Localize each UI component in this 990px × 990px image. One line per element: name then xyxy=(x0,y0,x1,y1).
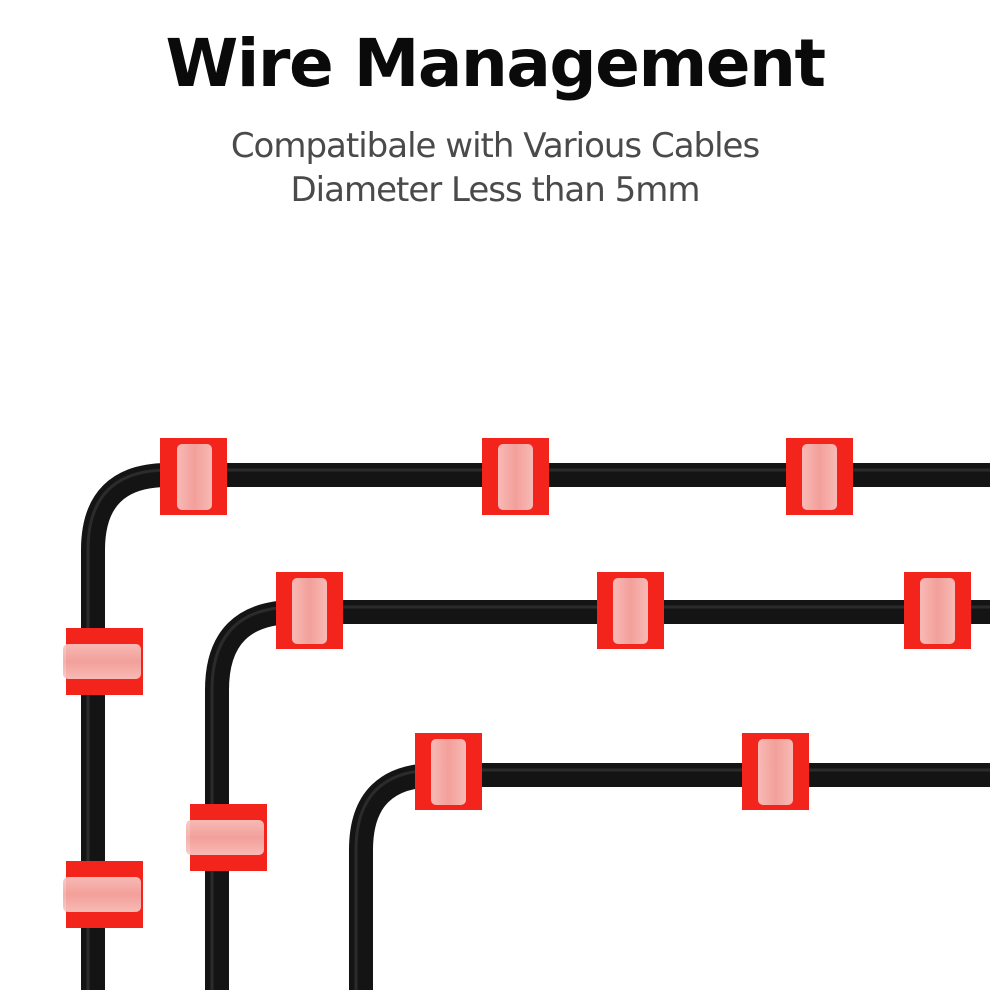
cable-clip xyxy=(597,572,664,649)
cable-clip xyxy=(904,572,971,649)
subtitle-compatibility: Compatibale with Various Cables xyxy=(230,126,760,166)
cable-clip xyxy=(276,572,343,649)
cable-clip xyxy=(742,733,809,810)
cable-clip xyxy=(63,628,143,695)
cable-clip xyxy=(786,438,853,515)
cable-clip xyxy=(415,733,482,810)
cable-clip xyxy=(482,438,549,515)
cable-clip xyxy=(63,861,143,928)
cable-outer xyxy=(81,463,990,990)
cable-clip xyxy=(186,804,267,871)
cable-middle xyxy=(205,600,990,990)
page-title: Wire Management xyxy=(165,25,826,102)
subtitle-diameter: Diameter Less than 5mm xyxy=(290,170,701,210)
cable-clip xyxy=(160,438,227,515)
